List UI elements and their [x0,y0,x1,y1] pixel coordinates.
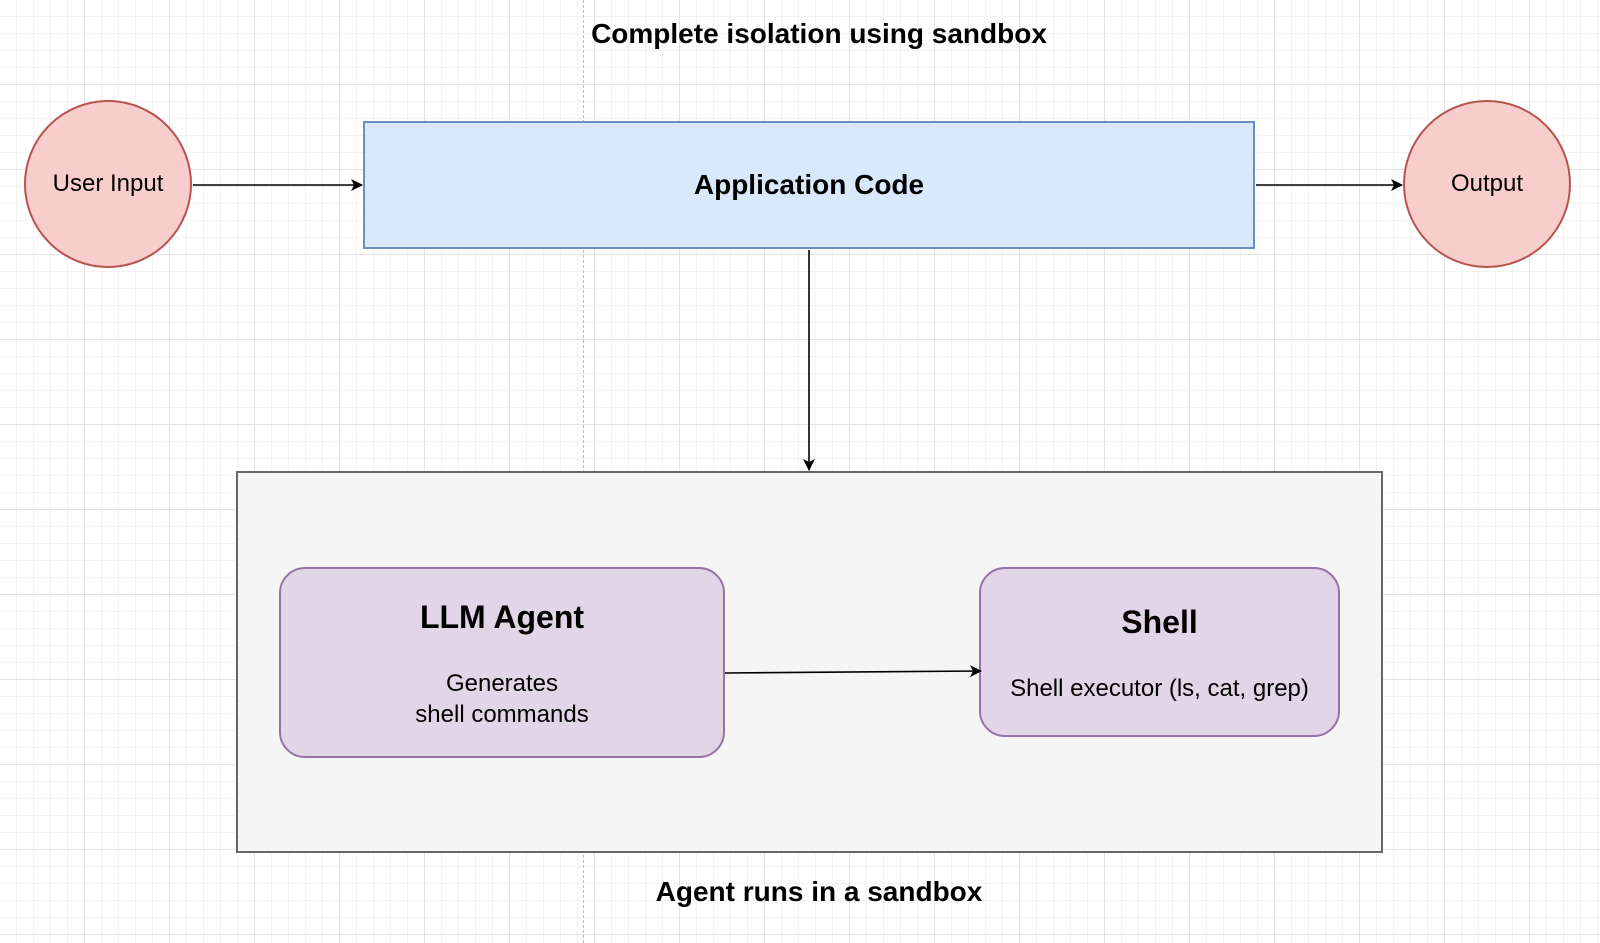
application-code-label: Application Code [693,169,925,200]
llm-agent-node: LLM Agent Generates shell commands [279,567,725,758]
diagram-title: Complete isolation using sandbox [591,18,1047,49]
user-input-label: User Input [52,170,164,197]
llm-agent-description: Generates shell commands [281,668,723,730]
shell-title: Shell [1121,604,1198,640]
sandbox-caption: Agent runs in a sandbox [655,876,983,907]
llm-agent-description-line-2: shell commands [415,701,589,728]
llm-agent-description-line-1: Generates [445,670,559,697]
output-label: Output [1450,170,1524,197]
shell-node: Shell Shell executor (ls, cat, grep) [979,567,1340,737]
user-input-node: User Input [24,100,192,268]
application-code-node: Application Code [363,121,1255,249]
shell-description: Shell executor (ls, cat, grep) [1010,675,1309,702]
llm-agent-title: LLM Agent [419,599,585,635]
output-node: Output [1403,100,1571,268]
